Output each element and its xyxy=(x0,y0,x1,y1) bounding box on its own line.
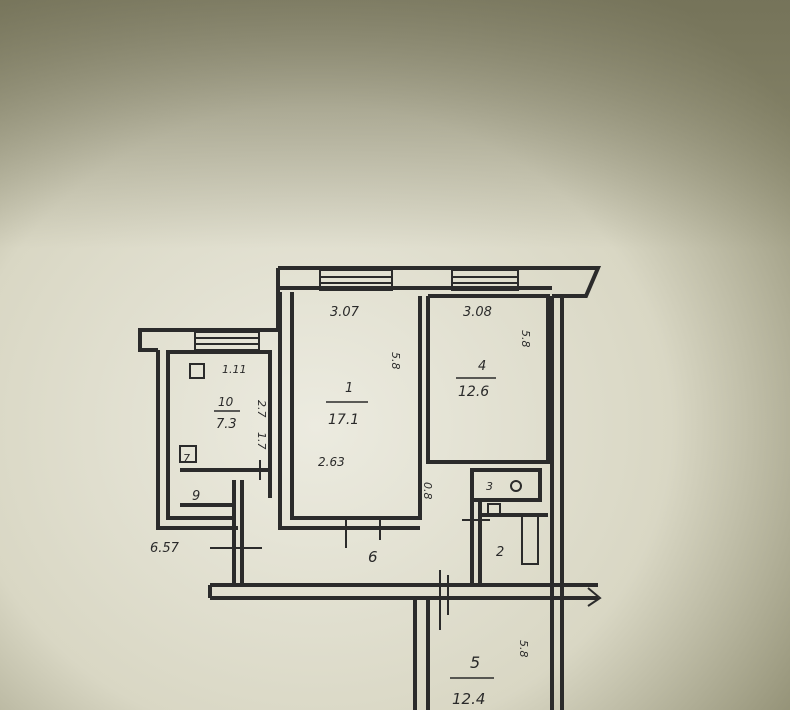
room-7-number: 7 xyxy=(183,452,190,465)
room-1-area: 17.1 xyxy=(328,412,359,428)
room-9-number: 9 xyxy=(192,489,200,504)
stove-icon xyxy=(189,363,205,379)
dim-room1-side: 5.8 xyxy=(389,352,402,370)
dim-room10-side-b: 1.7 xyxy=(255,432,268,450)
dim-corridor-side: 0.8 xyxy=(421,482,434,500)
room-4-area: 12.6 xyxy=(458,384,489,400)
dim-lower-mid: 2.63 xyxy=(318,455,345,469)
room-10-area: 7.3 xyxy=(216,417,237,432)
dim-room5-side: 5.8 xyxy=(517,640,530,658)
toilet-icon xyxy=(487,503,501,515)
door-ticks xyxy=(210,460,490,630)
fixtures xyxy=(179,363,539,565)
dim-top-right: 3.08 xyxy=(463,305,492,320)
dim-room10-side-a: 2.7 xyxy=(255,400,268,418)
dim-bottom-left: 6.57 xyxy=(150,541,180,556)
walls xyxy=(138,266,602,710)
arrow-icon xyxy=(587,587,602,607)
dim-left-room-top: 1.11 xyxy=(222,363,247,376)
dim-room4-side: 5.8 xyxy=(519,330,532,348)
room-5-area: 12.4 xyxy=(452,690,485,708)
room-2-number: 2 xyxy=(496,545,504,560)
windows xyxy=(194,269,519,351)
room-10-number: 10 xyxy=(218,395,234,409)
sink-icon xyxy=(179,445,197,463)
dim-top-mid: 3.07 xyxy=(330,305,360,320)
room-1-number: 1 xyxy=(345,381,353,396)
room-6-number: 6 xyxy=(368,548,378,566)
bathtub-icon xyxy=(521,515,539,565)
room-4-number: 4 xyxy=(478,359,486,374)
washbasin-icon xyxy=(510,480,522,492)
room-3-number: 3 xyxy=(486,480,493,493)
room-5-number: 5 xyxy=(470,653,480,672)
